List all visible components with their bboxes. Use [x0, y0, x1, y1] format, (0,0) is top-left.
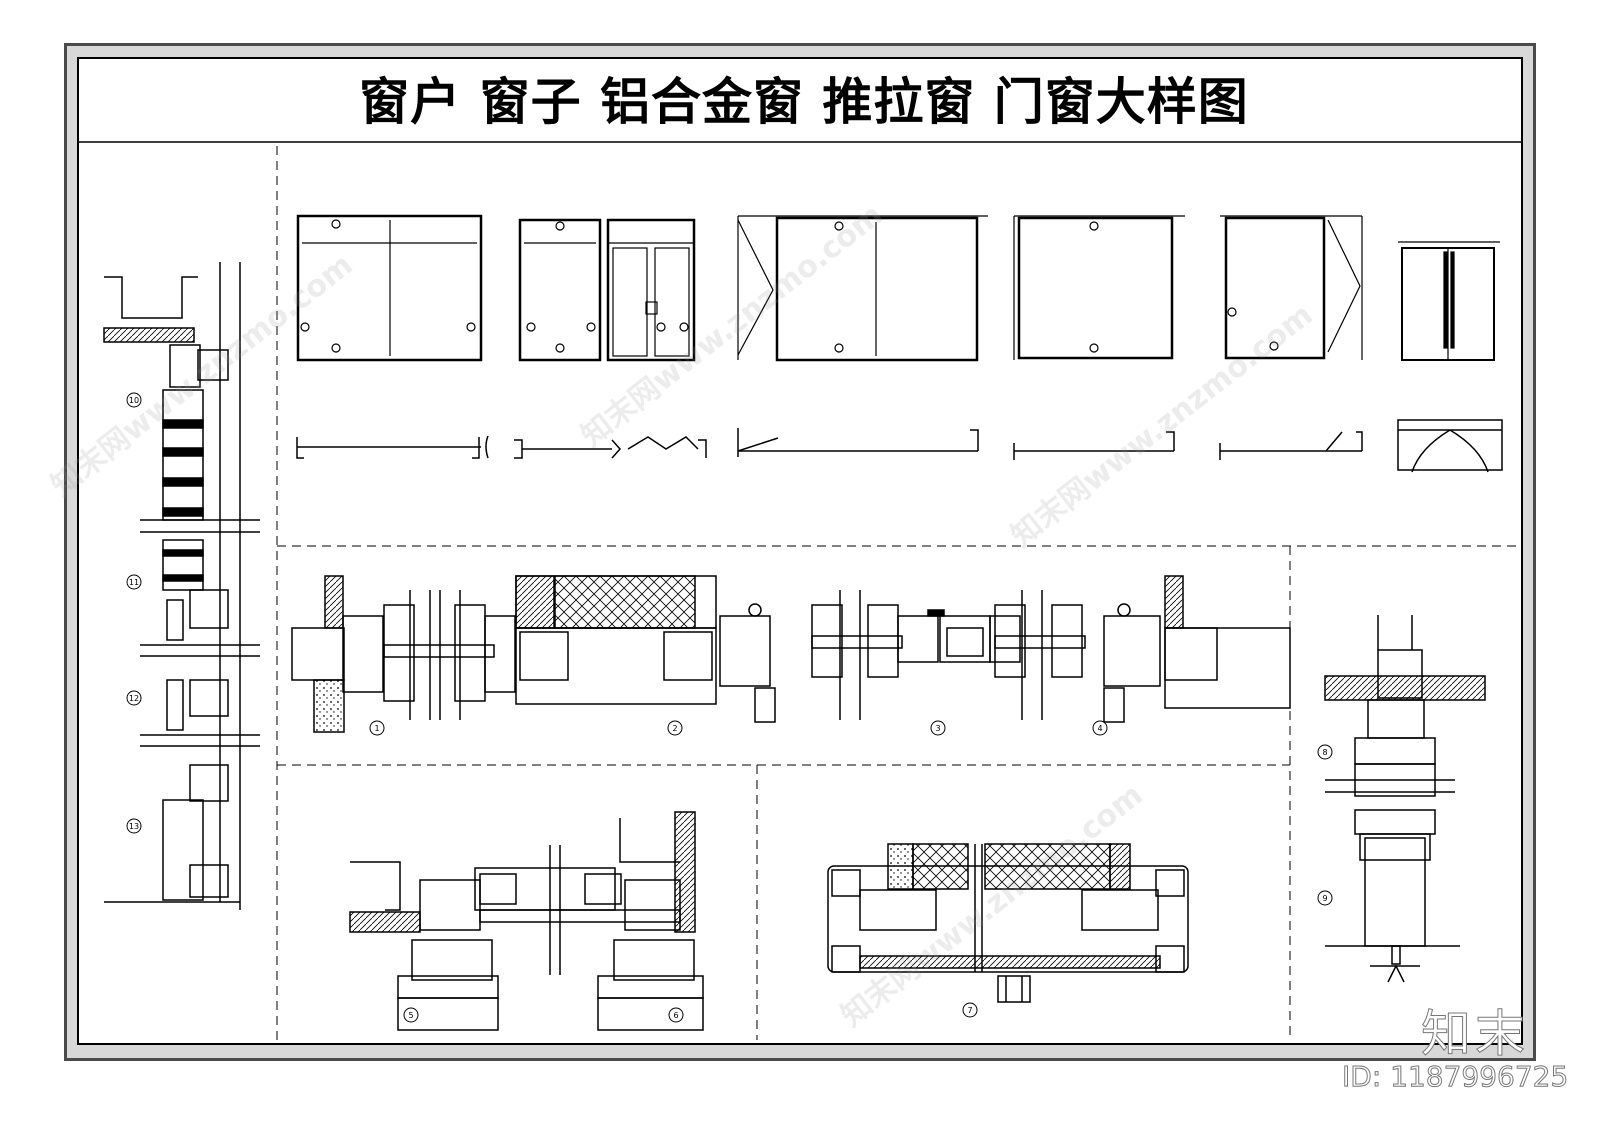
detail-label-1: 1 — [374, 724, 379, 733]
detail-marker-12 — [126, 690, 142, 706]
section-7 — [827, 843, 1189, 1003]
elevation-5 — [1220, 215, 1363, 360]
sheet-frame — [64, 43, 1536, 1061]
detail-marker-10 — [126, 392, 142, 408]
elevation-4 — [1013, 215, 1185, 360]
detail-markers — [126, 392, 1333, 1023]
brand-watermark: 知末 — [1421, 1005, 1529, 1064]
detail-label-5: 5 — [408, 1011, 413, 1020]
detail-label-11: 11 — [129, 578, 139, 587]
detail-marker-3 — [930, 720, 946, 736]
detail-marker-1 — [369, 720, 385, 736]
detail-label-13: 13 — [129, 822, 139, 831]
elevation-3 — [737, 215, 988, 362]
detail-marker-5 — [403, 1007, 419, 1023]
elevation-1 — [296, 214, 483, 362]
drawing-title: 窗户 窗子 铝合金窗 推拉窗 门窗大样图 — [359, 73, 1249, 131]
plan-row — [296, 419, 1503, 473]
detail-marker-9 — [1317, 890, 1333, 906]
detail-labels: 10 11 12 13 1 2 3 4 5 6 7 8 9 — [129, 396, 1328, 1020]
detail-label-12: 12 — [129, 694, 139, 703]
section-5-6 — [349, 811, 704, 1031]
vertical-section-left — [103, 262, 260, 910]
detail-marker-8 — [1317, 744, 1333, 760]
detail-marker-2 — [667, 720, 683, 736]
elevation-6-door — [1398, 241, 1500, 361]
detail-label-9: 9 — [1322, 894, 1327, 903]
horizontal-section-row — [291, 575, 1291, 733]
detail-label-10: 10 — [129, 396, 139, 405]
elevation-2 — [518, 218, 696, 362]
detail-marker-7 — [962, 1002, 978, 1018]
detail-label-6: 6 — [673, 1011, 678, 1020]
detail-marker-4 — [1092, 720, 1108, 736]
detail-marker-13 — [126, 818, 142, 834]
detail-marker-6 — [668, 1007, 684, 1023]
section-8-9 — [1324, 615, 1486, 983]
detail-label-4: 4 — [1097, 724, 1102, 733]
detail-label-8: 8 — [1322, 748, 1327, 757]
detail-label-2: 2 — [672, 724, 677, 733]
detail-label-3: 3 — [935, 724, 940, 733]
detail-label-7: 7 — [967, 1006, 972, 1015]
detail-marker-11 — [126, 574, 142, 590]
image-id-watermark: ID: 1187996725 — [1341, 1060, 1569, 1094]
